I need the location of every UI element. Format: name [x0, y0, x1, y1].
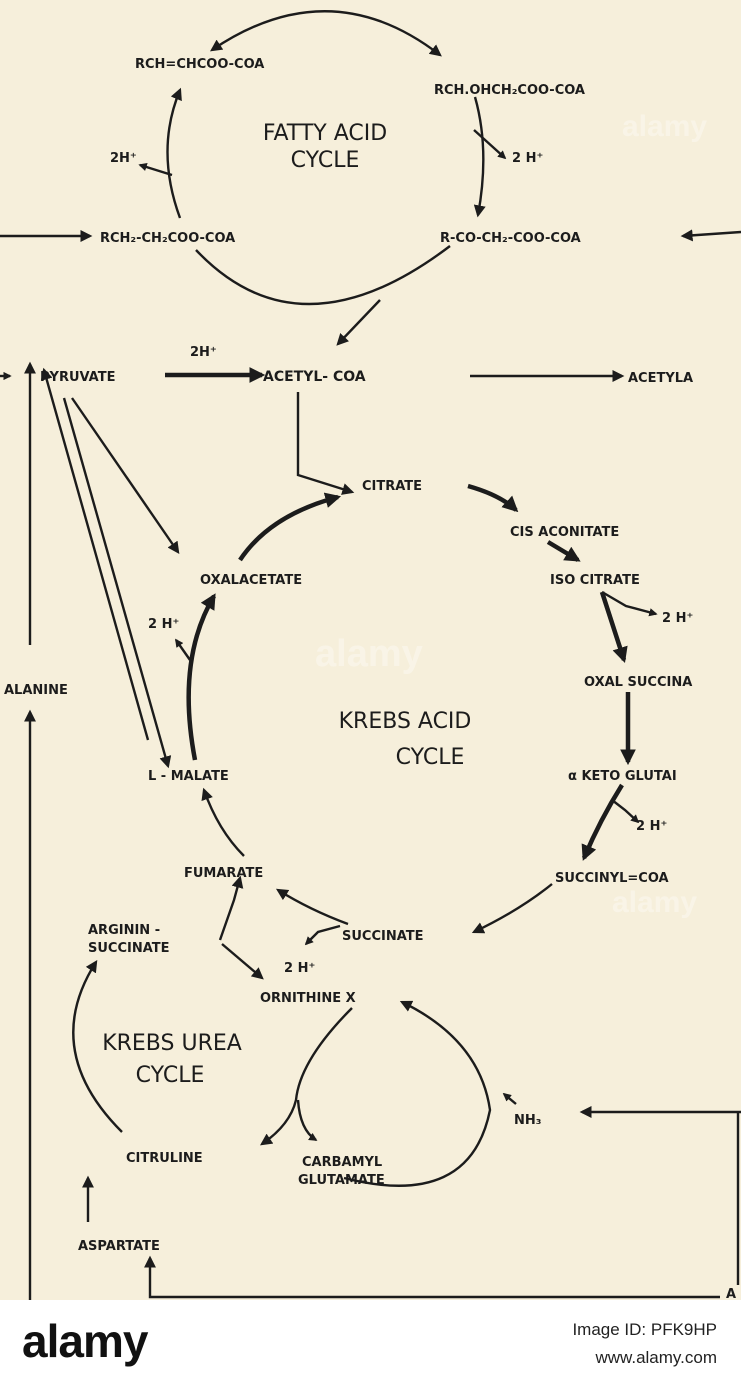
fatty-arc-right: [473, 96, 486, 218]
acetyl-to-citrate-line: [296, 392, 355, 495]
fatty-to-acetyl-arrow: [336, 299, 381, 346]
fatty-h-right-arrow: [473, 129, 507, 160]
krebs-urea-cycle: KREBS UREA CYCLE ARGININ - SUCCINATE 2 H…: [72, 875, 741, 1300]
iso-to-oxal-arrow: [599, 591, 628, 663]
krebs-acid-title-2: CYCLE: [396, 745, 465, 770]
succinate-h-arrow: [304, 924, 341, 946]
fatty-arc-left: [166, 87, 182, 219]
image-id-text: Image ID: PFK9HP: [572, 1320, 717, 1339]
label-aspartate: ASPARTATE: [78, 1239, 160, 1254]
pyruvate-from-malate-arrow: [40, 367, 150, 741]
label-oxal-succinate: OXAL SUCCINA: [584, 675, 692, 690]
label-acetyl-coa: ACETYL- COA: [263, 369, 366, 385]
succinate-to-fumarate-arrow: [275, 888, 349, 926]
bottom-return-line: [144, 1255, 720, 1299]
label-carbamyl-2: GLUTAMATE: [298, 1173, 385, 1188]
label-acetyla: ACETYLA: [628, 371, 693, 386]
cis-to-iso-arrow: [546, 540, 581, 562]
citruline-to-arginin-arc: [72, 959, 123, 1133]
label-rch-chcoo-coa: RCH=CHCOO-COA: [135, 57, 264, 72]
label-iso-citrate: ISO CITRATE: [550, 573, 640, 588]
diagram-canvas: FATTY ACID CYCLE RCH=CHCOO-COA RCH.OHCH₂…: [0, 10, 741, 1300]
fatty-acid-title-2: CYCLE: [291, 148, 360, 173]
stock-footer: alamy Image ID: PFK9HP www.alamy.com: [0, 1300, 741, 1390]
watermark-2: alamy: [315, 633, 423, 675]
label-iso-h: 2 H⁺: [662, 611, 693, 626]
oxal-h-arrow: [175, 638, 191, 661]
oxalacetate-to-citrate-arrow: [238, 492, 342, 562]
fatty-acid-cycle: FATTY ACID CYCLE RCH=CHCOO-COA RCH.OHCH₂…: [0, 10, 741, 346]
pyruvate-side-links: [24, 361, 180, 1300]
label-keto-glutarate: α KETO GLUTAI: [568, 769, 677, 784]
fumarate-to-malate-arrow: [201, 787, 245, 857]
watermark-3: alamy: [612, 886, 697, 919]
krebs-urea-title-2: CYCLE: [136, 1063, 205, 1088]
keto-h-arrow: [611, 799, 640, 824]
krebs-urea-title-1: KREBS UREA: [102, 1031, 242, 1056]
label-pyruvate-h: 2H⁺: [190, 345, 217, 360]
label-rch-ohch-coa: RCH.OHCH₂COO-COA: [434, 83, 585, 98]
label-urea-h: 2 H⁺: [284, 961, 315, 976]
ornithine-carbamyl-arc: [296, 1099, 318, 1142]
label-succinyl-coa: SUCCINYL=COA: [555, 871, 669, 886]
label-l-malate: L - MALATE: [148, 769, 229, 784]
label-oxalacetate: OXALACETATE: [200, 573, 302, 588]
label-cis-aconitate: CIS ACONITATE: [510, 525, 619, 540]
label-nh3: NH₃: [514, 1113, 541, 1128]
alamy-logo: alamy: [22, 1315, 148, 1367]
metabolic-pathways-diagram: FATTY ACID CYCLE RCH=CHCOO-COA RCH.OHCH₂…: [0, 0, 741, 1300]
watermarks: alamy alamy alamy: [315, 110, 707, 919]
label-succinate: SUCCINATE: [342, 929, 424, 944]
carbamyl-to-ornithine-arc: [343, 1000, 492, 1187]
pyruvate-to-malate-arrow: [62, 397, 172, 769]
argininsuccinate-to-fumarate-arrow: [218, 875, 244, 941]
fatty-acid-title-1: FATTY ACID: [263, 121, 387, 146]
succinyl-to-succinate-arrow: [471, 883, 553, 934]
label-carbamyl-1: CARBAMYL: [302, 1155, 382, 1170]
label-argininsuccinate-1: ARGININ -: [88, 923, 160, 938]
malate-to-oxalacetate-arrow: [186, 593, 216, 761]
label-citrate: CITRATE: [362, 479, 422, 494]
label-argininsuccinate-2: SUCCINATE: [88, 941, 170, 956]
fatty-arc-bottom: [195, 245, 451, 306]
citrate-to-cis-arrow: [467, 483, 519, 513]
label-a-edge: A: [726, 1287, 736, 1300]
argininsuccinate-to-ornithine-arrow: [221, 943, 264, 980]
krebs-acid-cycle: KREBS ACID CYCLE CITRATE CIS ACONITATE I…: [4, 392, 693, 946]
label-ornithine: ORNITHINE X: [260, 991, 356, 1006]
label-rch2-coa: RCH₂-CH₂COO-COA: [100, 231, 235, 246]
label-keto-h: 2 H⁺: [636, 819, 667, 834]
label-oxal-h: 2 H⁺: [148, 617, 179, 632]
fatty-h-left-arrow: [138, 162, 173, 177]
label-fatty-h-right: 2 H⁺: [512, 151, 543, 166]
label-fatty-h-left: 2H⁺: [110, 151, 137, 166]
pyruvate-acetyl-line: PYRUVATE 2H⁺ ACETYL- COA ACETYLA: [0, 345, 693, 386]
keto-to-succinyl-arrow: [581, 783, 624, 861]
label-r-co-coa: R-CO-CH₂-COO-COA: [440, 231, 581, 246]
fatty-arc-top: [210, 10, 442, 57]
nh3-to-cycle-arrow: [502, 1092, 517, 1105]
iso-h-arrow: [601, 590, 658, 617]
label-citruline: CITRULINE: [126, 1151, 203, 1166]
label-pyruvate: PYRUVATE: [40, 370, 116, 385]
label-fumarate: FUMARATE: [184, 866, 263, 881]
right-input-arrow: [680, 229, 741, 242]
ornithine-to-citruline-arc: [260, 1007, 353, 1146]
watermark-1: alamy: [622, 110, 707, 143]
pyruvate-to-oxalacetate-arrow: [71, 397, 180, 554]
label-alanine: ALANINE: [4, 683, 68, 698]
footer-url-text: www.alamy.com: [595, 1348, 717, 1367]
krebs-acid-title-1: KREBS ACID: [339, 709, 472, 734]
